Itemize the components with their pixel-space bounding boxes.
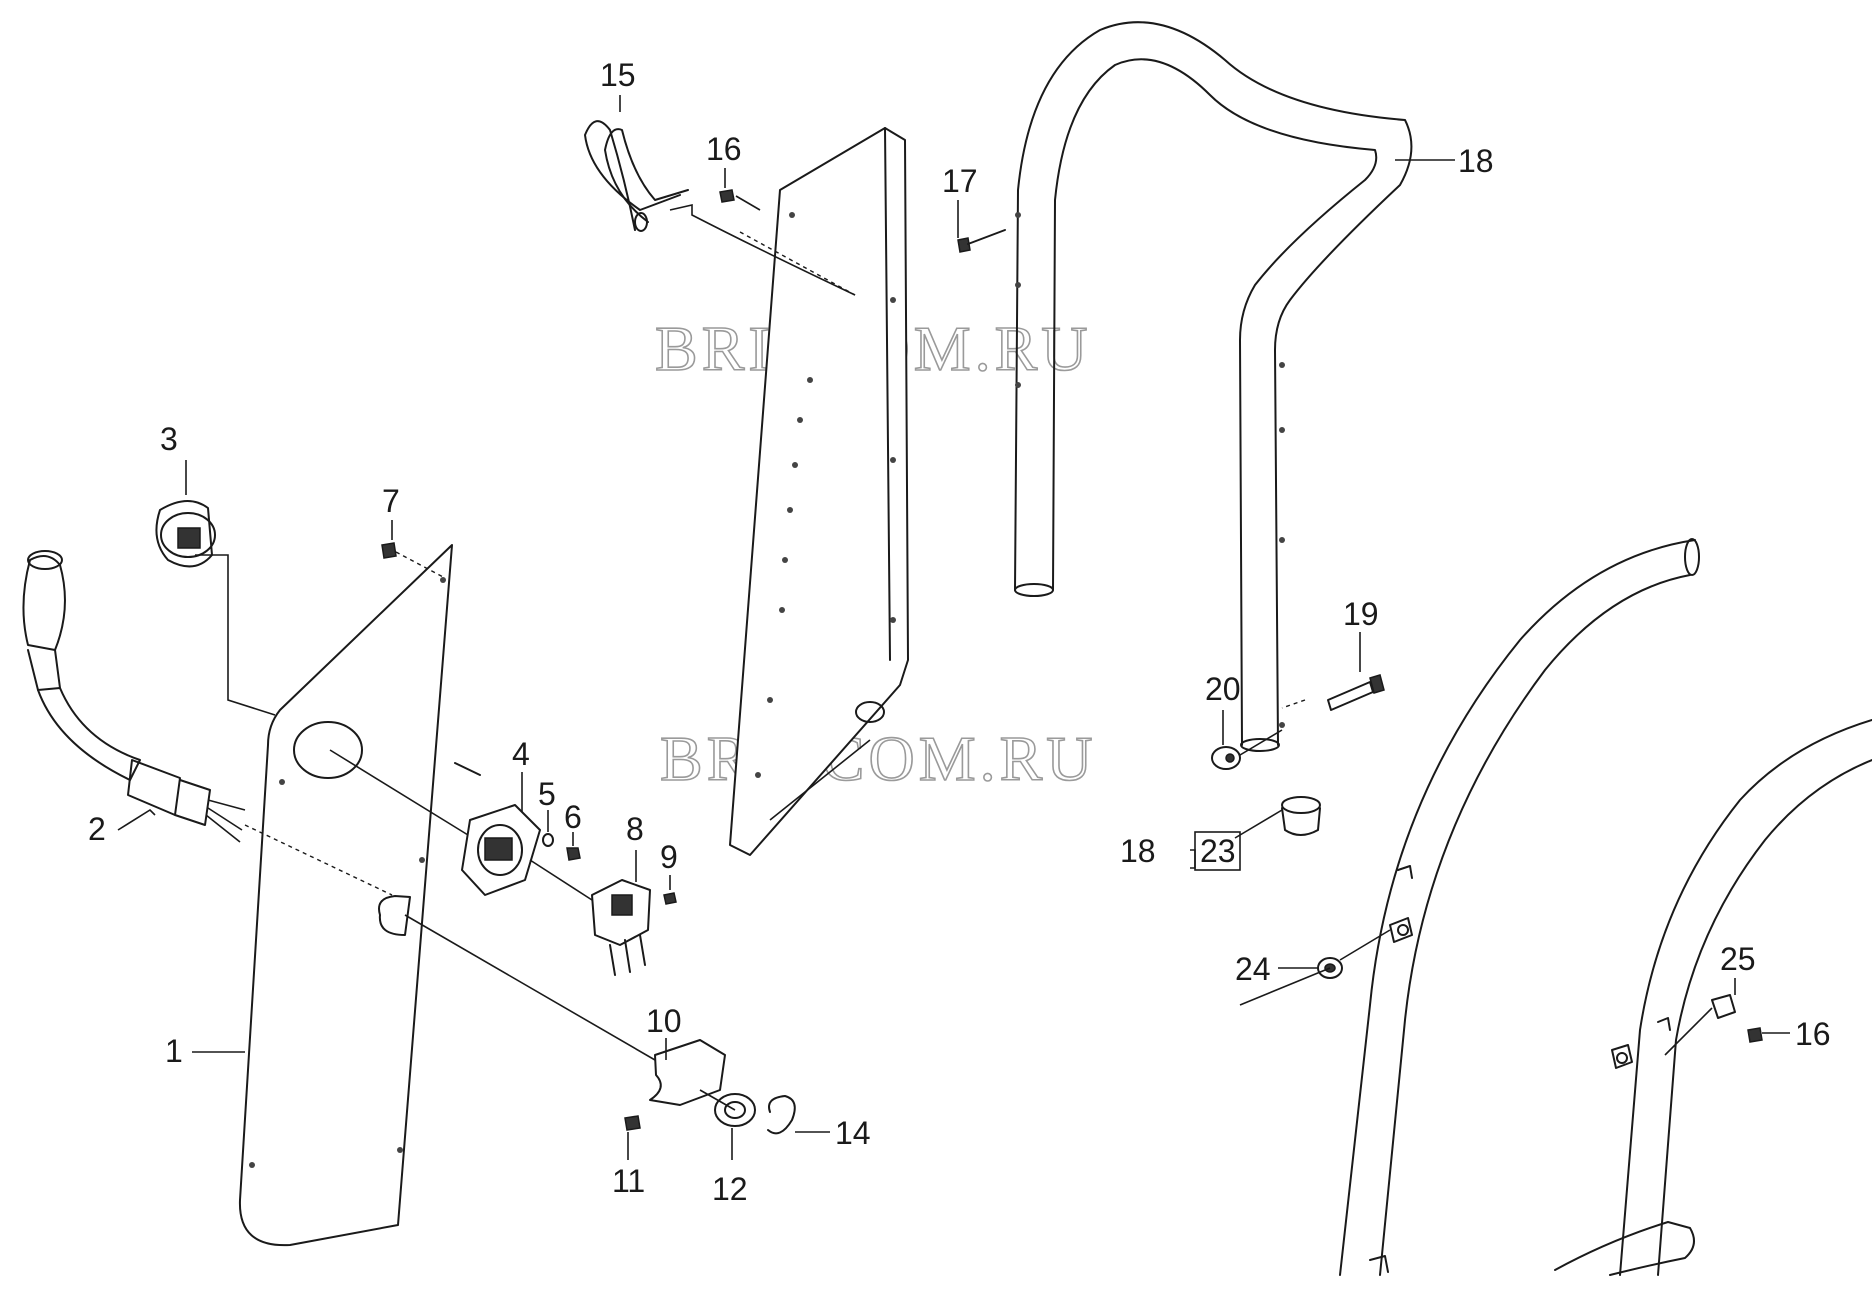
callout-20: 20 [1205,671,1241,707]
part-20-spacer [1211,746,1241,770]
callout-4: 4 [512,736,530,772]
part-9-screw [663,892,677,905]
part-8-switch [591,879,651,976]
callout-17: 17 [942,163,978,199]
part-25-clip [1711,994,1736,1019]
part-5-washer [542,833,554,847]
callout-23-box [1194,831,1241,871]
callout-24: 24 [1235,951,1271,987]
part-14-clip [767,1095,796,1135]
callout-18-bottom: 18 [1120,833,1156,869]
callout-leaders [117,95,1790,1160]
assembly-lines [195,195,1713,1111]
callout-14: 14 [835,1115,871,1151]
callout-16-top: 16 [706,131,742,167]
callout-15: 15 [600,57,636,93]
part-1-side-panel [238,544,453,1247]
callout-25: 25 [1720,941,1756,977]
part-3-socket [155,500,216,568]
part-4-switch-housing [454,762,541,896]
callout-23: 23 [1200,833,1236,869]
callout-1: 1 [165,1033,183,1069]
part-2-power-cable [22,550,246,843]
part-16-screw-right [1747,1027,1763,1043]
part-6-nut [566,847,581,861]
frame [1339,538,1872,1276]
part-10-bracket [649,1039,726,1106]
callout-8: 8 [626,811,644,847]
callout-16-right: 16 [1795,1016,1831,1052]
middle-panel [729,127,909,856]
callout-19: 19 [1343,596,1379,632]
part-19-bolt [1327,674,1385,711]
callout-7: 7 [382,483,400,519]
part-17-screw [957,229,1006,253]
watermark-bottom: BRIZCOM.RU [660,723,1097,794]
callout-2: 2 [88,811,106,847]
callout-5: 5 [538,776,556,812]
callout-10: 10 [646,1003,682,1039]
part-18-handle [1014,21,1413,752]
callout-18-top: 18 [1458,143,1494,179]
part-15-hose [584,120,689,232]
part-11-screw [624,1115,641,1131]
part-23-end-cap [1281,796,1321,836]
callout-3: 3 [160,421,178,457]
part-16-screw-top [719,189,735,203]
callout-9: 9 [660,839,678,875]
callout-12: 12 [712,1171,748,1207]
callout-11: 11 [612,1163,645,1199]
part-7-screw [381,542,397,559]
part-12-washer [714,1093,756,1127]
callout-6: 6 [564,799,582,835]
